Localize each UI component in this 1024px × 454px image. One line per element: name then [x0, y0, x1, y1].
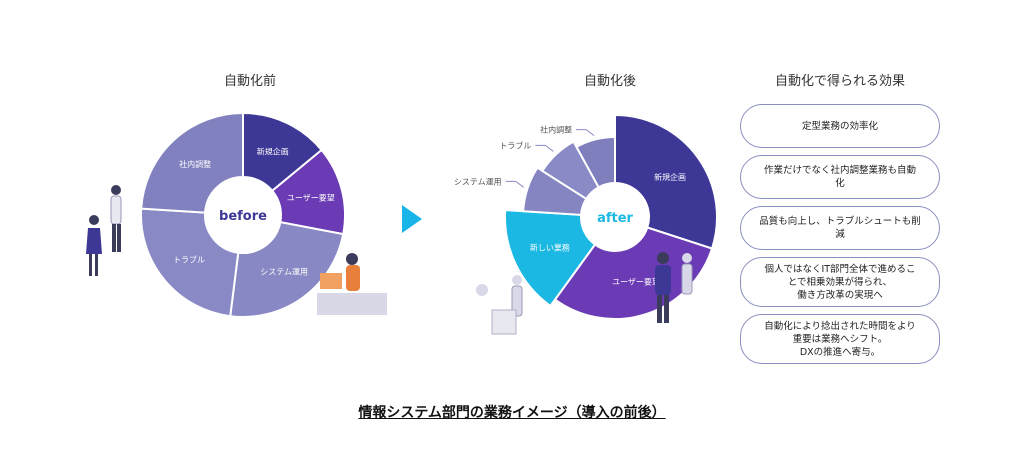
effect-text-line: 重要は業務へシフト。 [792, 333, 888, 345]
slice-4 [541, 140, 600, 201]
effect-text-line: 化 [835, 178, 845, 189]
slice-3 [140, 207, 240, 318]
effect-text-line: 減 [835, 229, 845, 240]
effect-item: 作業だけでなく社内調整業務も自動化 [740, 155, 940, 199]
leader-line-3 [505, 180, 524, 188]
slice-2 [229, 220, 345, 318]
center-label: after [597, 211, 633, 226]
effect-text-line: とで相乗効果が得られ、 [787, 276, 893, 288]
effect-item: 自動化により捻出された時間をより重要は業務へシフト。DXの推進へ寄与。 [740, 314, 940, 364]
slice-label-4: トラブル [499, 140, 531, 150]
desk-worker-illustration-icon [317, 253, 387, 315]
slice-2 [504, 209, 597, 308]
slice-label-2: 新しい業務 [530, 243, 570, 253]
effect-text-line: 定型業務の効率化 [801, 120, 878, 132]
slice-label-0: 新規企画 [257, 147, 289, 157]
effect-item: 定型業務の効率化 [740, 104, 940, 148]
slice-label-3: トラブル [173, 255, 205, 265]
effect-item: 品質も向上し、トラブルシュートも削減 [740, 206, 940, 250]
effect-text-line: 個人ではなくIT部門全体で進めるこ [764, 263, 916, 275]
footer-caption: 情報システム部門の業務イメージ（導入の前後） [358, 405, 666, 421]
slice-label-5: 社内調整 [540, 125, 572, 135]
effect-text-line: 自動化により捻出された時間をより [764, 320, 916, 332]
slice-label-0: 新規企画 [654, 172, 686, 182]
slice-5 [575, 135, 616, 189]
effects-heading: 自動化で得られる効果 [774, 74, 905, 89]
effects-list: 定型業務の効率化作業だけでなく社内調整業務も自動化品質も向上し、トラブルシュート… [740, 104, 940, 371]
transition-arrow-icon [402, 205, 422, 233]
leader-line-4 [535, 144, 554, 152]
slice-label-1: ユーザー要望 [612, 277, 660, 287]
business-person-illustration-icon [655, 252, 693, 323]
slice-3 [522, 166, 588, 216]
center-label: before [219, 209, 267, 224]
people-illustration-icon [86, 185, 122, 276]
slice-label-2: システム運用 [260, 268, 308, 277]
leader-line-5 [576, 129, 595, 137]
effect-text-line: 品質も向上し、トラブルシュートも削 [759, 216, 921, 227]
effect-text-line: DXの推進へ寄与。 [799, 346, 881, 358]
effect-text-line: 働き方改革の実現へ [797, 289, 883, 301]
slice-label-3: システム運用 [454, 177, 502, 186]
slice-0 [614, 113, 718, 250]
donut-center [207, 179, 279, 251]
slice-label-4: 社内調整 [179, 159, 211, 169]
slice-4 [140, 111, 244, 214]
effect-text-line: 作業だけでなく社内調整業務も自動 [763, 165, 916, 176]
slice-label-1: ユーザー要望 [287, 193, 335, 203]
after-heading: 自動化後 [583, 74, 636, 89]
effect-item: 個人ではなくIT部門全体で進めることで相乗効果が得られ、働き方改革の実現へ [740, 257, 940, 307]
donut-center [583, 185, 647, 249]
robot-illustration-icon [476, 275, 523, 335]
before-heading: 自動化前 [223, 74, 276, 89]
